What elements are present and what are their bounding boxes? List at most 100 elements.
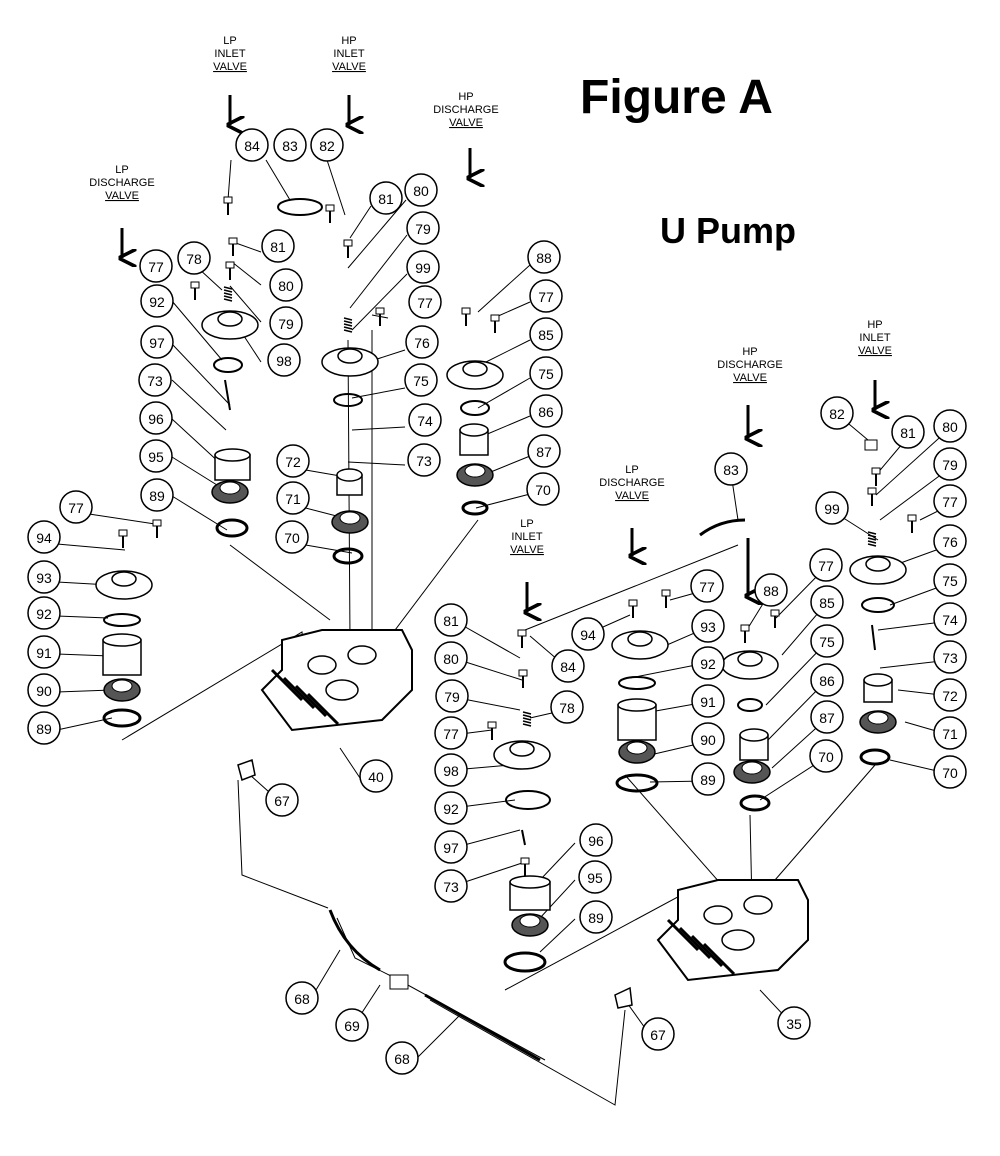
- valve-label-line: VALVE: [332, 61, 366, 73]
- callout-circle: [261, 229, 295, 263]
- part-callout: 95: [139, 439, 173, 473]
- valve-label-line: VALVE: [615, 490, 649, 502]
- callout-number: 98: [276, 353, 292, 369]
- spring-coil: [343, 329, 353, 333]
- callout-circle: [434, 869, 468, 903]
- part-callout: 77: [434, 716, 468, 750]
- callout-circle: [527, 240, 561, 274]
- bolt-head-part: [490, 314, 500, 322]
- callout-circle: [139, 249, 173, 283]
- callout-circle: [641, 1017, 675, 1051]
- spring-coil: [223, 298, 233, 302]
- callout-circle: [526, 472, 560, 506]
- callout-circle: [369, 181, 403, 215]
- part-callout: 95: [578, 860, 612, 894]
- callout-number: 95: [148, 449, 164, 465]
- callout-circle: [529, 317, 563, 351]
- callout-circle: [815, 491, 849, 525]
- part-callout: 88: [754, 573, 788, 607]
- part-callout: 81: [261, 229, 295, 263]
- part-callout: 81: [891, 415, 925, 449]
- callout-number: 91: [700, 694, 716, 710]
- callout-number: 76: [942, 534, 958, 550]
- leader-line: [229, 285, 262, 323]
- bolt-head-part: [223, 196, 233, 204]
- valve-label-line: INLET: [511, 531, 542, 543]
- bolt-head-part: [520, 857, 530, 865]
- callout-circle: [265, 783, 299, 817]
- callout-circle: [810, 663, 844, 697]
- part-callout: 93: [27, 560, 61, 594]
- figure-title: Figure A: [580, 71, 773, 124]
- callout-number: 99: [415, 260, 431, 276]
- callout-number: 96: [148, 411, 164, 427]
- bolt-head-part: [628, 599, 638, 607]
- o-ring-part: [333, 393, 363, 407]
- part-callout: 97: [140, 325, 174, 359]
- leader-line: [171, 343, 231, 406]
- leader-line: [351, 426, 406, 431]
- callout-number: 80: [413, 183, 429, 199]
- part-callout: 73: [138, 363, 172, 397]
- valve-assembly-top: [219, 481, 241, 495]
- callout-number: 77: [699, 579, 715, 595]
- callout-circle: [691, 762, 725, 796]
- callout-number: 78: [559, 700, 575, 716]
- callout-circle: [529, 356, 563, 390]
- callout-circle: [933, 563, 967, 597]
- valve-label-line: DISCHARGE: [717, 359, 782, 371]
- callout-circle: [139, 401, 173, 435]
- valve-label-line: VALVE: [105, 190, 139, 202]
- callout-number: 73: [416, 453, 432, 469]
- callout-circle: [267, 343, 301, 377]
- valve-label-line: LP: [223, 35, 236, 47]
- callout-number: 85: [819, 595, 835, 611]
- valve-label-line: VALVE: [213, 61, 247, 73]
- callout-circle: [435, 679, 469, 713]
- callout-number: 90: [36, 683, 52, 699]
- spring-coil: [223, 286, 233, 290]
- callout-circle: [407, 443, 441, 477]
- callout-number: 73: [942, 650, 958, 666]
- spring-coil: [223, 289, 233, 293]
- callout-circle: [27, 711, 61, 745]
- assembly-connector: [774, 764, 876, 881]
- callout-number: 83: [723, 462, 739, 478]
- callout-number: 83: [282, 138, 298, 154]
- bolt-head-part: [770, 609, 780, 617]
- bolt-head-part: [661, 589, 671, 597]
- part-callout: 86: [529, 394, 563, 428]
- valve-seat-top: [617, 698, 657, 712]
- leader-line: [265, 159, 291, 201]
- callout-number: 85: [538, 327, 554, 343]
- part-callout: 98: [267, 343, 301, 377]
- part-callout: 79: [435, 679, 469, 713]
- callout-number: 70: [942, 765, 958, 781]
- callout-number: 89: [588, 910, 604, 926]
- part-callout: 90: [27, 673, 61, 707]
- part-callout: 69: [335, 1008, 369, 1042]
- callout-number: 79: [278, 316, 294, 332]
- callout-circle: [691, 722, 725, 756]
- callout-number: 94: [580, 627, 596, 643]
- callout-circle: [27, 520, 61, 554]
- callout-number: 81: [900, 425, 916, 441]
- callout-number: 74: [942, 612, 958, 628]
- bolt-head-part: [517, 629, 527, 637]
- callout-circle: [933, 602, 967, 636]
- callout-circle: [269, 268, 303, 302]
- callout-number: 89: [700, 772, 716, 788]
- leader-line: [56, 543, 126, 551]
- callout-circle: [933, 716, 967, 750]
- valve-label-line: INLET: [333, 48, 364, 60]
- leader-line: [477, 264, 531, 313]
- part-callout: 68: [385, 1041, 419, 1075]
- valve-cap-boss: [111, 571, 137, 587]
- part-callout: 90: [691, 722, 725, 756]
- valve-label-line: DISCHARGE: [89, 177, 154, 189]
- valve-seat-top: [102, 633, 142, 647]
- part-callout: 91: [691, 684, 725, 718]
